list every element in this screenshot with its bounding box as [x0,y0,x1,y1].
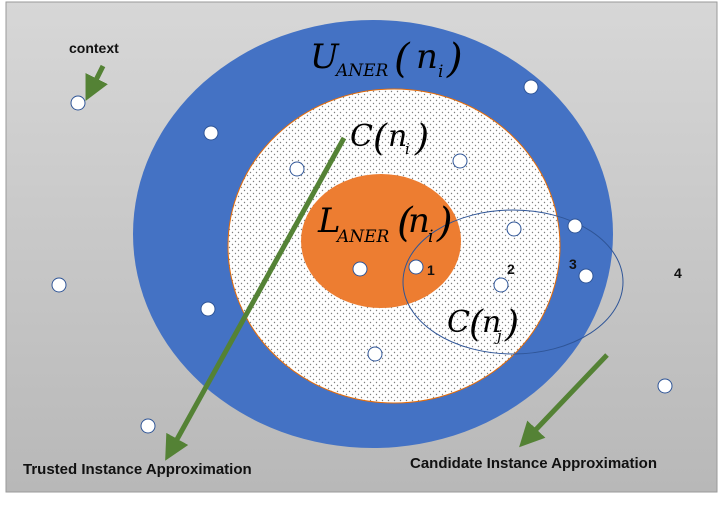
upper-paren-close: ) [446,36,463,82]
candidate-j-paren-close: ) [504,304,519,345]
instance-point [523,79,539,95]
lower-paren-open: ( [397,200,414,246]
upper-arg: n [416,37,438,77]
instance-point [567,218,583,234]
candidate-j-label: C ( n j ) [447,304,519,345]
instance-point [203,125,219,141]
candidate-i-arg: n [388,119,407,154]
candidate-j-ellipse [402,209,624,355]
lower-paren-close: ) [436,200,453,246]
upper-symbol: U [310,37,340,77]
upper-approximation-label: U ANER ( n i ) [310,36,463,82]
instance-point [352,261,368,277]
number-3: 3 [569,256,577,272]
instance-point [70,95,86,111]
instance-point [200,301,216,317]
candidate-j-arg-subscript: j [494,327,502,345]
instance-point [408,259,424,275]
candidate-j-symbol: C [447,305,470,340]
candidate-i-arg-subscript: i [405,140,410,158]
instance-point [367,346,383,362]
candidate-instance-label: Candidate Instance Approximation [410,455,657,472]
number-4: 4 [674,265,682,281]
lower-approximation-core [301,174,461,308]
candidate-i-symbol: C [350,119,373,154]
candidate-i-paren-open: ( [373,118,388,159]
instance-points [51,79,673,434]
candidate-i-paren-close: ) [414,118,429,159]
candidate-arrow [519,353,609,448]
lower-arg: n [408,201,430,241]
instance-point [140,418,156,434]
candidate-j-arg: n [482,305,501,340]
lower-arg-subscript: i [428,227,433,247]
instance-point [51,277,67,293]
instance-point [578,268,594,284]
context-label: context [69,40,119,56]
lower-subscript: ANER [335,227,390,247]
upper-paren-open: ( [394,36,411,82]
instance-point [657,378,673,394]
number-1: 1 [427,262,435,278]
candidate-i-label: C ( n i ) [350,118,429,159]
number-2: 2 [507,261,515,277]
instance-point [506,221,522,237]
lower-approximation-label: L ANER ( n i ) [317,200,453,247]
upper-subscript: ANER [334,61,389,81]
instance-point [289,161,305,177]
upper-arg-subscript: i [438,62,443,82]
context-arrow [85,64,108,101]
lower-symbol: L [317,201,341,241]
trusted-instance-label: Trusted Instance Approximation [23,461,252,478]
instance-point [452,153,468,169]
candidate-j-paren-open: ( [469,304,484,345]
trusted-arrow [165,136,347,461]
instance-point [493,277,509,293]
